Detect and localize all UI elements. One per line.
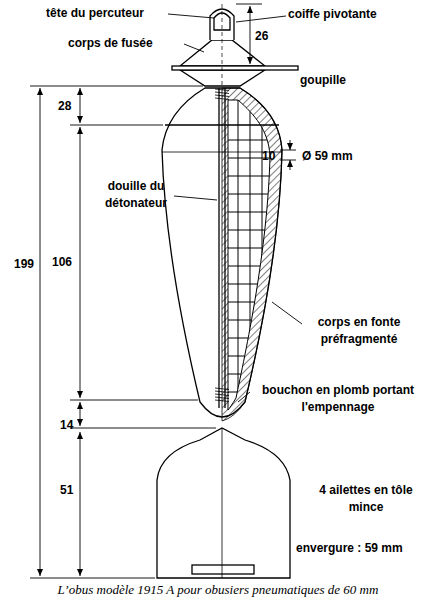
fragment-groove (250, 100, 251, 410)
screw-thread (215, 394, 229, 396)
screw-thread (215, 89, 229, 91)
fragment-groove (222, 158, 290, 159)
dimension: 51 (60, 482, 80, 499)
screw-thread (215, 95, 229, 97)
screw-thread (215, 391, 229, 393)
part-label: tête du percuteur (46, 5, 168, 22)
part-label: bouchon en plomb portant l'empennage (250, 382, 426, 416)
screw-thread (215, 388, 229, 390)
fragment-groove (222, 266, 290, 267)
fragment-groove (222, 302, 290, 303)
part-label: corps de fusée (68, 35, 184, 52)
fragment-groove (222, 356, 290, 357)
screw-thread (215, 98, 229, 100)
fragment-groove (222, 140, 290, 141)
part-label: corps en fonte préfragmenté (300, 314, 418, 348)
fragment-groove (222, 230, 290, 231)
dimension: 10 (262, 148, 284, 165)
dimension: envergure : 59 mm (296, 540, 430, 557)
screw-thread (215, 397, 229, 399)
fragment-groove (262, 100, 263, 410)
part-label: goupille (300, 72, 370, 89)
fragment-groove (222, 320, 290, 321)
part-label: 4 ailettes en tôle mince (318, 482, 414, 516)
dimension: 199 (14, 256, 40, 273)
dimension: 14 (60, 417, 80, 434)
fragment-groove (222, 212, 290, 213)
fragment-groove (222, 284, 290, 285)
screw-thread (215, 400, 229, 402)
part-label: douille du détonateur (96, 178, 176, 212)
fragment-groove (222, 338, 290, 339)
part-label: coiffe pivotante (288, 6, 408, 23)
dimension: 28 (58, 98, 78, 115)
dimension: 106 (52, 254, 80, 271)
dimension: 26 (255, 28, 279, 45)
dimension: Ø 59 mm (302, 148, 392, 165)
fragment-groove (238, 100, 239, 410)
figure-caption: L’obus modèle 1915 A pour obusiers pneum… (4, 582, 432, 598)
fragment-groove (222, 176, 290, 177)
fragment-groove (222, 374, 290, 375)
fragment-groove (222, 194, 290, 195)
screw-thread (215, 92, 229, 94)
fragment-groove (222, 248, 290, 249)
